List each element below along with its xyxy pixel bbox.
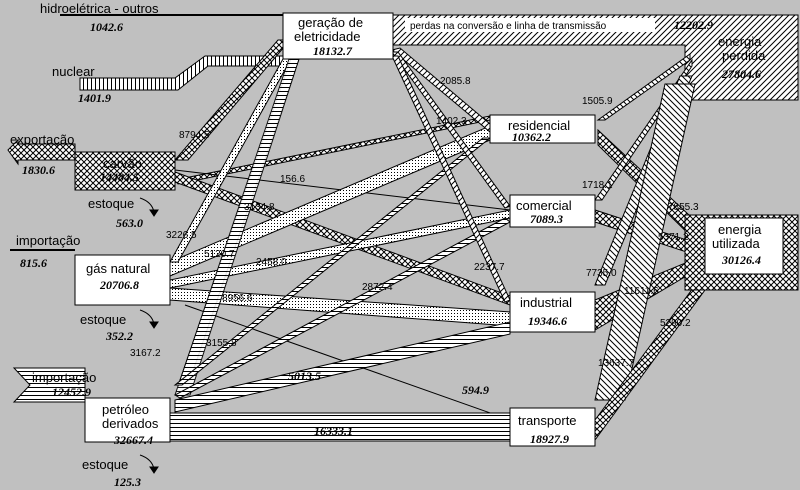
coal-stock-label: estoque	[88, 196, 134, 211]
gas-node	[74, 254, 171, 306]
flow-label: 1402.3	[436, 116, 467, 127]
oil-industrial-flow	[174, 321, 511, 413]
oil-label-line2: derivados	[102, 416, 159, 431]
flow-label: 3155.8	[206, 338, 237, 349]
oil-import-value: 12452.9	[52, 385, 91, 399]
coal-value: 14484.5	[100, 170, 139, 184]
lost-node	[700, 30, 778, 88]
used-value: 30126.4	[721, 253, 761, 267]
electric-label-line2: eletricidade	[294, 29, 361, 44]
flow-bands	[7, 14, 799, 442]
oil-import-flow	[12, 367, 86, 403]
transport-node	[509, 407, 596, 447]
flow-label: 3226.5	[166, 230, 197, 241]
flow-label: 5120.7	[204, 249, 235, 260]
hydro-label: hidroelétrica - outros	[40, 1, 159, 16]
residential-lost-flow	[596, 53, 691, 121]
flow-labels: 8794.5 156.6 3134.8 3226.5 5120.7 2458.0…	[130, 76, 699, 438]
commercial-node	[509, 194, 596, 228]
flow-label: 16333.1	[314, 424, 353, 438]
electric-label-line1: geração de	[298, 15, 363, 30]
node-boxes	[74, 12, 784, 447]
coal-node	[74, 151, 176, 191]
flow-label: 3134.8	[244, 202, 275, 213]
flow-label: 2085.8	[440, 76, 471, 87]
coal-label: carvão	[103, 156, 142, 171]
oil-import-label: importação	[32, 370, 96, 385]
commercial-value: 7089.3	[530, 212, 563, 226]
transport-label: transporte	[518, 413, 577, 428]
industrial-label: industrial	[520, 295, 572, 310]
oil-stock-arrowhead	[149, 466, 159, 474]
residential-label: residencial	[508, 118, 570, 133]
oil-node	[84, 397, 171, 443]
gas-stock-value: 352.2	[105, 329, 133, 343]
flow-label: 5013.5	[288, 369, 321, 383]
industrial-value: 19346.6	[528, 314, 567, 328]
flow-label: 1505.9	[582, 96, 613, 107]
flow-label: 1718.1	[582, 180, 613, 191]
flow-label: 3167.2	[130, 348, 161, 359]
flow-label: 13637.7	[598, 358, 635, 369]
nuclear-value: 1401.9	[78, 91, 111, 105]
flow-label: 7735.0	[586, 268, 617, 279]
flow-label: 2872.4	[362, 282, 393, 293]
oil-transport-flow	[164, 412, 511, 442]
gas-import-value: 815.6	[20, 256, 47, 270]
flow-label: 5371.2	[658, 232, 689, 243]
oil-label-line1: petróleo	[102, 402, 149, 417]
commercial-label: comercial	[516, 198, 572, 213]
lost-label-line2: perdida	[722, 48, 766, 63]
oil-value: 32667.4	[113, 433, 153, 447]
electric-node	[282, 12, 394, 60]
losses-label-bg	[405, 18, 655, 32]
flow-label: 2458.0	[256, 257, 287, 268]
flow-label: 156.6	[280, 174, 305, 185]
transport-value: 18927.9	[530, 432, 569, 446]
flow-label: 7855.3	[668, 202, 699, 213]
flow-label: 11611.6	[624, 286, 659, 297]
gas-stock-label: estoque	[80, 312, 126, 327]
coal-stock-value: 563.0	[116, 216, 143, 230]
export-value: 1830.6	[22, 163, 55, 177]
used-label-line2: utilizada	[712, 236, 760, 251]
flow-label: 8794.5	[179, 130, 210, 141]
hydro-value: 1042.6	[90, 20, 123, 34]
coal-stock-arrowhead	[149, 209, 159, 217]
flow-label: 594.9	[462, 383, 489, 397]
gas-value: 20706.8	[99, 278, 139, 292]
node-labels: hidroelétrica - outros 1042.6 nuclear 14…	[10, 1, 766, 489]
nuclear-label: nuclear	[52, 64, 95, 79]
oil-stock-label: estoque	[82, 457, 128, 472]
used-label-line1: energia	[718, 222, 762, 237]
export-label: exportação	[10, 132, 74, 147]
flow-label: 2237.7	[474, 262, 505, 273]
gas-stock-arrowhead	[149, 321, 159, 329]
industrial-node	[509, 291, 596, 333]
electric-value: 18132.7	[313, 44, 353, 58]
gas-import-label: importação	[16, 233, 80, 248]
flow-label: 8956.6	[222, 293, 253, 304]
residential-node	[489, 114, 596, 144]
losses-value: 12202.9	[674, 18, 713, 32]
oil-stock-value: 125.3	[114, 475, 141, 489]
stock-arrows	[139, 197, 159, 474]
lost-value: 27804.6	[721, 67, 761, 81]
losses-label: perdas na conversão e linha de transmiss…	[410, 21, 607, 32]
residential-value: 10362.2	[512, 130, 551, 144]
lost-label-line1: energia	[718, 34, 762, 49]
gas-label: gás natural	[86, 261, 150, 276]
flow-label: 5290.2	[660, 318, 691, 329]
used-node	[704, 217, 784, 275]
